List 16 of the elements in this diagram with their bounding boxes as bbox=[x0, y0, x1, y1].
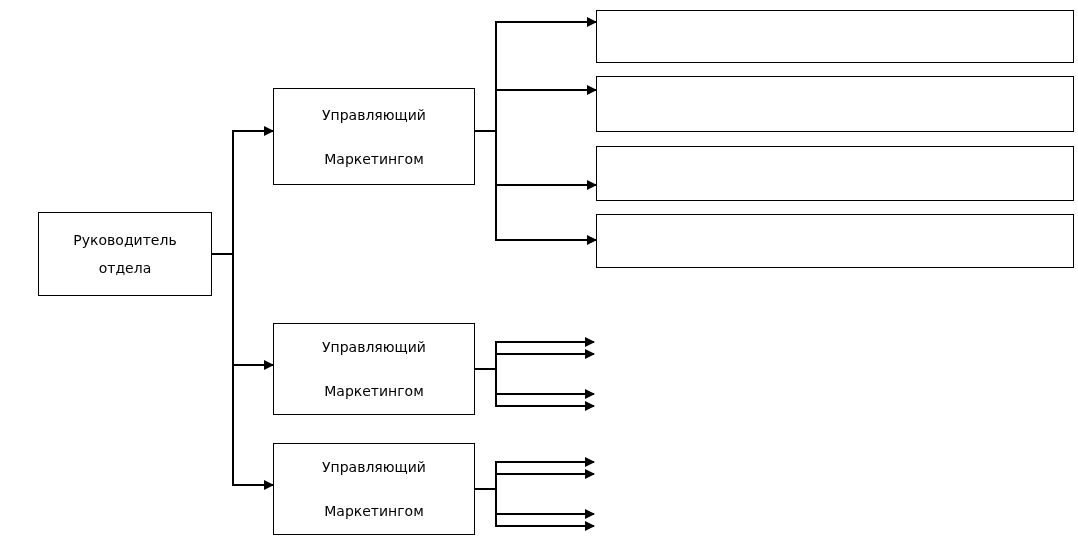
position-title: Управляющий Маркетингом bbox=[321, 458, 427, 521]
connector-arrow bbox=[474, 368, 595, 411]
position-box bbox=[273, 88, 475, 185]
empty-box bbox=[596, 146, 1074, 201]
connector-arrow bbox=[211, 253, 274, 490]
position-box bbox=[38, 212, 212, 296]
empty-box bbox=[596, 214, 1074, 268]
connector-arrow bbox=[474, 130, 597, 245]
position-title: Управляющий Маркетингом bbox=[321, 105, 427, 169]
empty-box bbox=[596, 10, 1074, 63]
position-box bbox=[273, 323, 475, 415]
position-title: Руководитель отдела bbox=[72, 231, 178, 278]
connector-arrow bbox=[474, 488, 595, 531]
position-title: Управляющий Маркетингом bbox=[321, 338, 427, 401]
empty-box bbox=[596, 76, 1074, 132]
position-box bbox=[273, 443, 475, 535]
